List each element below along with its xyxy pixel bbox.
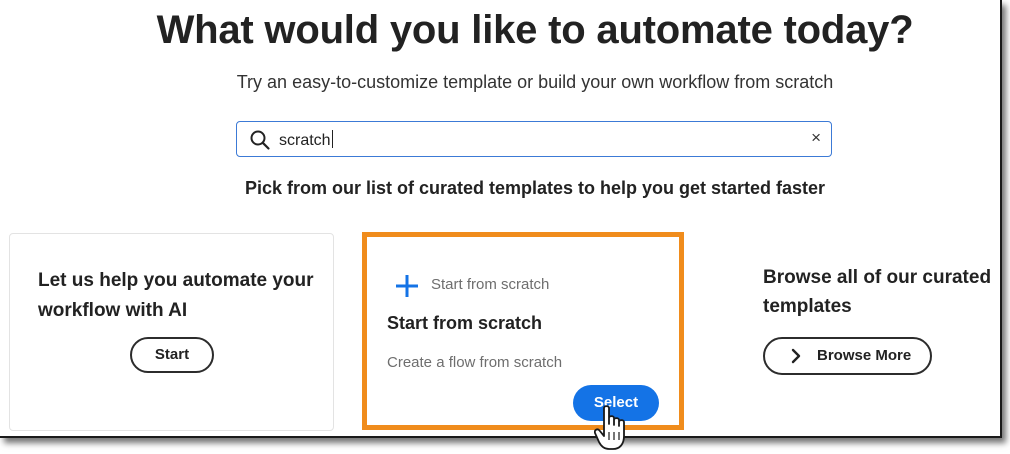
chevron-right-icon [791,348,801,364]
browse-more-button[interactable]: Browse More [763,337,932,375]
page-subtitle: Try an easy-to-customize template or bui… [236,72,834,92]
scratch-card-description: Create a flow from scratch [387,354,563,371]
start-button[interactable]: Start [130,337,214,373]
clear-icon[interactable]: × [811,128,821,147]
search-icon [250,130,270,150]
search-input[interactable]: scratch × [236,121,832,157]
ai-card: Let us help you automate your workflow w… [9,233,334,431]
browse-section: Browse all of our curated templates [763,263,993,321]
scratch-card[interactable]: Start from scratch Start from scratch Cr… [362,232,684,430]
ai-card-text: Let us help you automate your workflow w… [38,270,314,321]
browse-text: Browse all of our curated templates [763,267,992,317]
scratch-card-title: Start from scratch [387,313,543,333]
plus-icon [396,275,418,297]
browse-more-label: Browse More [817,347,912,364]
scratch-card-icon-label: Start from scratch [431,276,550,293]
search-value-wrap: scratch [279,130,333,150]
page-title: What would you like to automate today? [156,8,914,52]
hand-cursor-icon [594,405,625,450]
templates-heading: Pick from our list of curated templates … [244,178,826,198]
search-value: scratch [279,132,331,149]
text-caret [331,130,333,148]
